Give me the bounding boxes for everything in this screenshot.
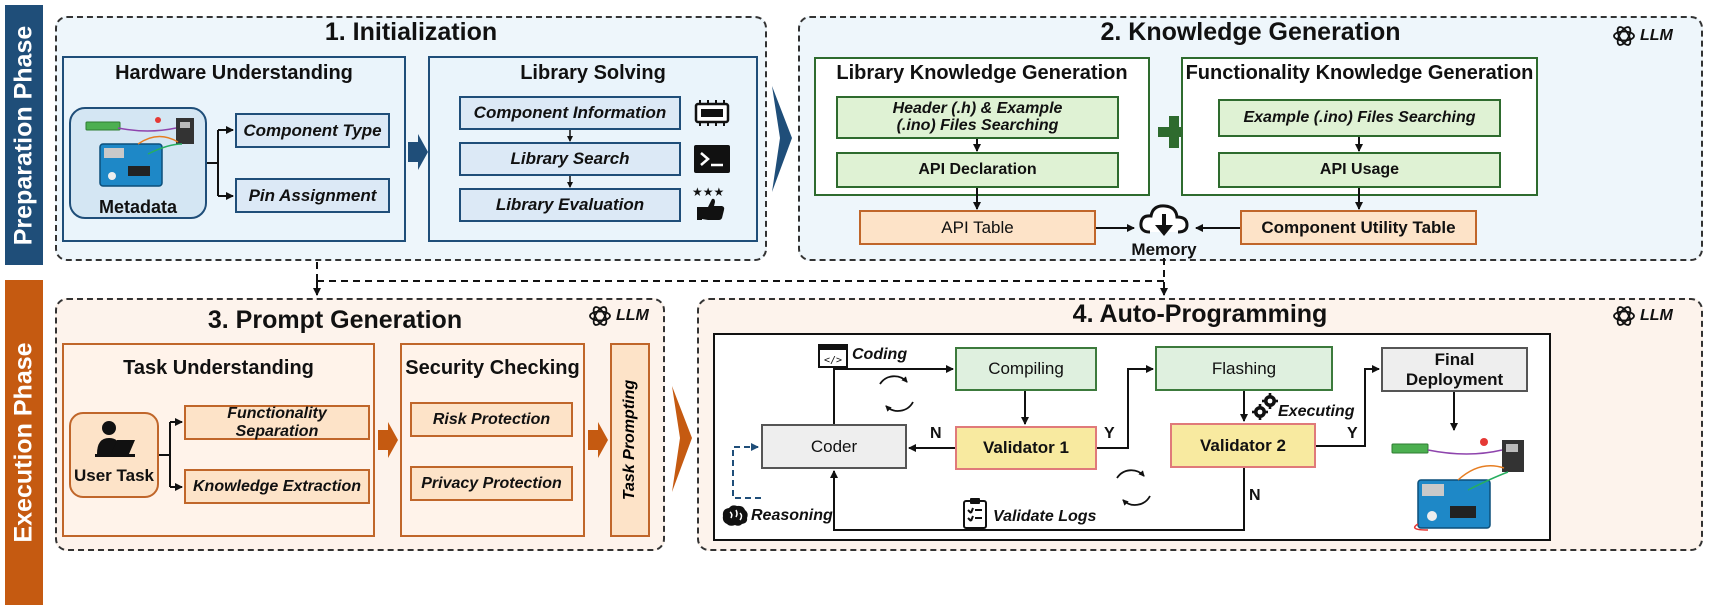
phase-link-arrows (313, 258, 1168, 296)
auto-programming-title: 4. Auto-Programming (1072, 300, 1328, 328)
cycle-icon-flash (1116, 469, 1151, 506)
user-task-fanout-arrows (159, 418, 183, 491)
execution-phase-bar: Execution Phase (5, 280, 43, 605)
component-utility-table-box: Component Utility Table (1240, 210, 1477, 245)
memory-cloud-icon (1139, 204, 1189, 236)
risk-protection-box: Risk Protection (410, 402, 573, 437)
library-knowledge-title: Library Knowledge Generation (836, 62, 1128, 84)
code-window-icon: </> (818, 344, 848, 368)
functionality-knowledge-title: Functionality Knowledge Generation (1185, 62, 1534, 84)
reasoning-loop-arrow (732, 443, 761, 499)
component-information-box: Component Information (459, 96, 681, 130)
plus-icon (1158, 116, 1190, 148)
flashing-node: Flashing (1155, 346, 1333, 391)
knowledge-extraction-box: Knowledge Extraction (184, 469, 370, 504)
pin-assignment-box: Pin Assignment (235, 178, 390, 213)
auto-programming-arrows (830, 365, 1458, 531)
api-usage-box: API Usage (1218, 152, 1501, 188)
validator2-node: Validator 2 (1170, 423, 1316, 468)
llm-badge-prompt: LLM (588, 304, 649, 328)
privacy-protection-box: Privacy Protection (410, 466, 573, 501)
rating-icon: ★★★ (692, 185, 724, 220)
library-solving-title: Library Solving (520, 62, 666, 84)
llm-icon (589, 306, 611, 326)
svg-text:</>: </> (824, 355, 842, 366)
memory-label: Memory (1131, 240, 1197, 259)
gears-icon (1252, 393, 1278, 420)
llm-badge-knowledge: LLM (1612, 24, 1673, 48)
executing-label: Executing (1278, 403, 1355, 420)
no-label-validator2: N (1249, 487, 1261, 504)
final-deployment-node: Final Deployment (1381, 347, 1528, 392)
knowledge-generation-title: 2. Knowledge Generation (1100, 18, 1401, 46)
compiling-node: Compiling (955, 347, 1097, 391)
arduino-board-icon (85, 117, 194, 187)
initialization-to-knowledge-arrow (772, 86, 792, 192)
library-search-box: Library Search (459, 142, 681, 176)
llm-badge-auto: LLM (1612, 304, 1673, 328)
llm-icon (1613, 26, 1635, 46)
initialization-title: 1. Initialization (324, 18, 498, 46)
llm-icon (1613, 306, 1635, 326)
validator1-node: Validator 1 (955, 426, 1097, 470)
task-prompting-box: Task Prompting (610, 343, 650, 537)
deployed-board-icon (1391, 438, 1524, 531)
user-task-label: User Task (73, 466, 154, 485)
brain-icon (722, 505, 748, 526)
cycle-icon-compile (879, 375, 914, 412)
library-evaluation-box: Library Evaluation (459, 188, 681, 222)
example-files-search-box: Example (.ino) Files Searching (1218, 99, 1501, 137)
coding-label: Coding (852, 346, 908, 363)
api-table-box: API Table (859, 210, 1096, 245)
metadata-fanout-arrows (207, 126, 234, 200)
validate-logs-label: Validate Logs (993, 508, 1097, 525)
task-understanding-title: Task Understanding (123, 357, 314, 379)
clipboard-icon (963, 498, 987, 529)
llm-label: LLM (1640, 27, 1673, 44)
terminal-icon (694, 145, 730, 173)
llm-label: LLM (616, 307, 649, 324)
reasoning-label: Reasoning (751, 507, 833, 524)
security-checking-title: Security Checking (405, 357, 580, 379)
hardware-understanding-title: Hardware Understanding (115, 62, 353, 84)
metadata-label: Metadata (98, 197, 178, 217)
component-type-box: Component Type (235, 113, 390, 148)
yes-label-validator1: Y (1104, 425, 1115, 442)
user-at-laptop-icon (95, 421, 135, 457)
security-to-prompting-arrow (588, 422, 608, 458)
svg-text:★★★: ★★★ (692, 185, 724, 199)
preparation-phase-bar: Preparation Phase (5, 5, 43, 265)
task-to-security-arrow (378, 422, 398, 458)
knowledge-arrows (973, 137, 1363, 232)
header-example-search-box: Header (.h) & Example (.ino) Files Searc… (836, 96, 1119, 139)
prompt-to-auto-arrow (672, 386, 692, 492)
functionality-separation-box: Functionality Separation (184, 405, 370, 440)
chip-icon (694, 100, 730, 126)
llm-label: LLM (1640, 307, 1673, 324)
coder-node: Coder (761, 424, 907, 469)
api-declaration-box: API Declaration (836, 152, 1119, 188)
security-checking-panel (400, 343, 585, 537)
hardware-to-library-arrow (408, 134, 428, 170)
prompt-generation-title: 3. Prompt Generation (207, 306, 463, 334)
yes-label-validator2: Y (1347, 425, 1358, 442)
no-label-validator1: N (930, 425, 942, 442)
